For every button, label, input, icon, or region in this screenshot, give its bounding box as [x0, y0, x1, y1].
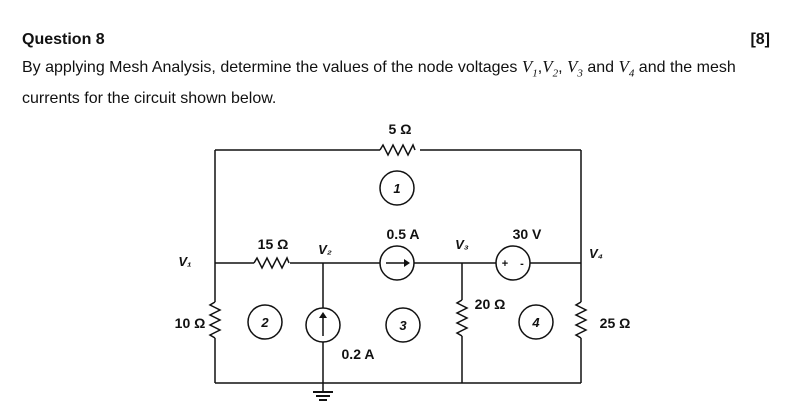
label-current-02: 0.2 A	[342, 346, 375, 362]
mesh-2: 2	[247, 304, 283, 340]
question-header: Question 8 [8]	[22, 31, 770, 53]
mesh-4-label: 4	[531, 315, 540, 330]
current-source-05a	[379, 245, 415, 281]
label-current-05: 0.5 A	[387, 226, 420, 242]
current-source-02a	[305, 307, 341, 343]
voltage-source-minus: -	[520, 258, 524, 270]
question-marks: [8]	[750, 31, 770, 48]
question-text-part-1: By applying Mesh Analysis, determine the…	[22, 59, 522, 76]
mesh-1-label: 1	[393, 181, 400, 196]
question-text: By applying Mesh Analysis, determine the…	[22, 54, 792, 111]
resistor-10-ohm	[208, 301, 222, 339]
voltage-source-plus: +	[502, 258, 508, 270]
node-label-v1: V₁	[178, 254, 191, 269]
label-r-25: 25 Ω	[600, 315, 631, 331]
voltage-source-30v: + -	[495, 245, 531, 281]
label-voltage-30: 30 V	[513, 226, 542, 242]
label-r-10: 10 Ω	[175, 315, 206, 331]
question-title: Question 8	[22, 31, 105, 48]
sep-1: ,	[537, 59, 543, 76]
sep-2: ,	[558, 59, 567, 76]
node-label-v2: V₂	[318, 242, 332, 257]
resistor-25-ohm	[574, 301, 588, 339]
node-label-v3: V₃	[455, 237, 469, 252]
mesh-4: 4	[518, 304, 554, 340]
mesh-2-label: 2	[260, 315, 269, 330]
resistor-5-ohm	[379, 143, 416, 157]
label-r-15: 15 Ω	[258, 236, 289, 252]
var-v2: V2	[542, 57, 559, 80]
var-v4: V4	[618, 57, 635, 80]
question-text-part-2: and the mesh currents for the circuit sh…	[22, 59, 736, 108]
circuit-wires	[208, 143, 588, 401]
mesh-3: 3	[385, 307, 421, 343]
node-label-v4: V₄	[589, 246, 603, 261]
mesh-1: 1	[379, 170, 415, 206]
resistor-20-ohm	[455, 299, 469, 337]
var-v3: V3	[566, 57, 583, 80]
mesh-3-label: 3	[399, 318, 407, 333]
resistor-15-ohm	[253, 256, 290, 270]
sep-3: and	[582, 59, 619, 76]
var-v1: V1	[521, 57, 538, 80]
label-r-top: 5 Ω	[389, 121, 412, 137]
label-r-20: 20 Ω	[475, 296, 506, 312]
